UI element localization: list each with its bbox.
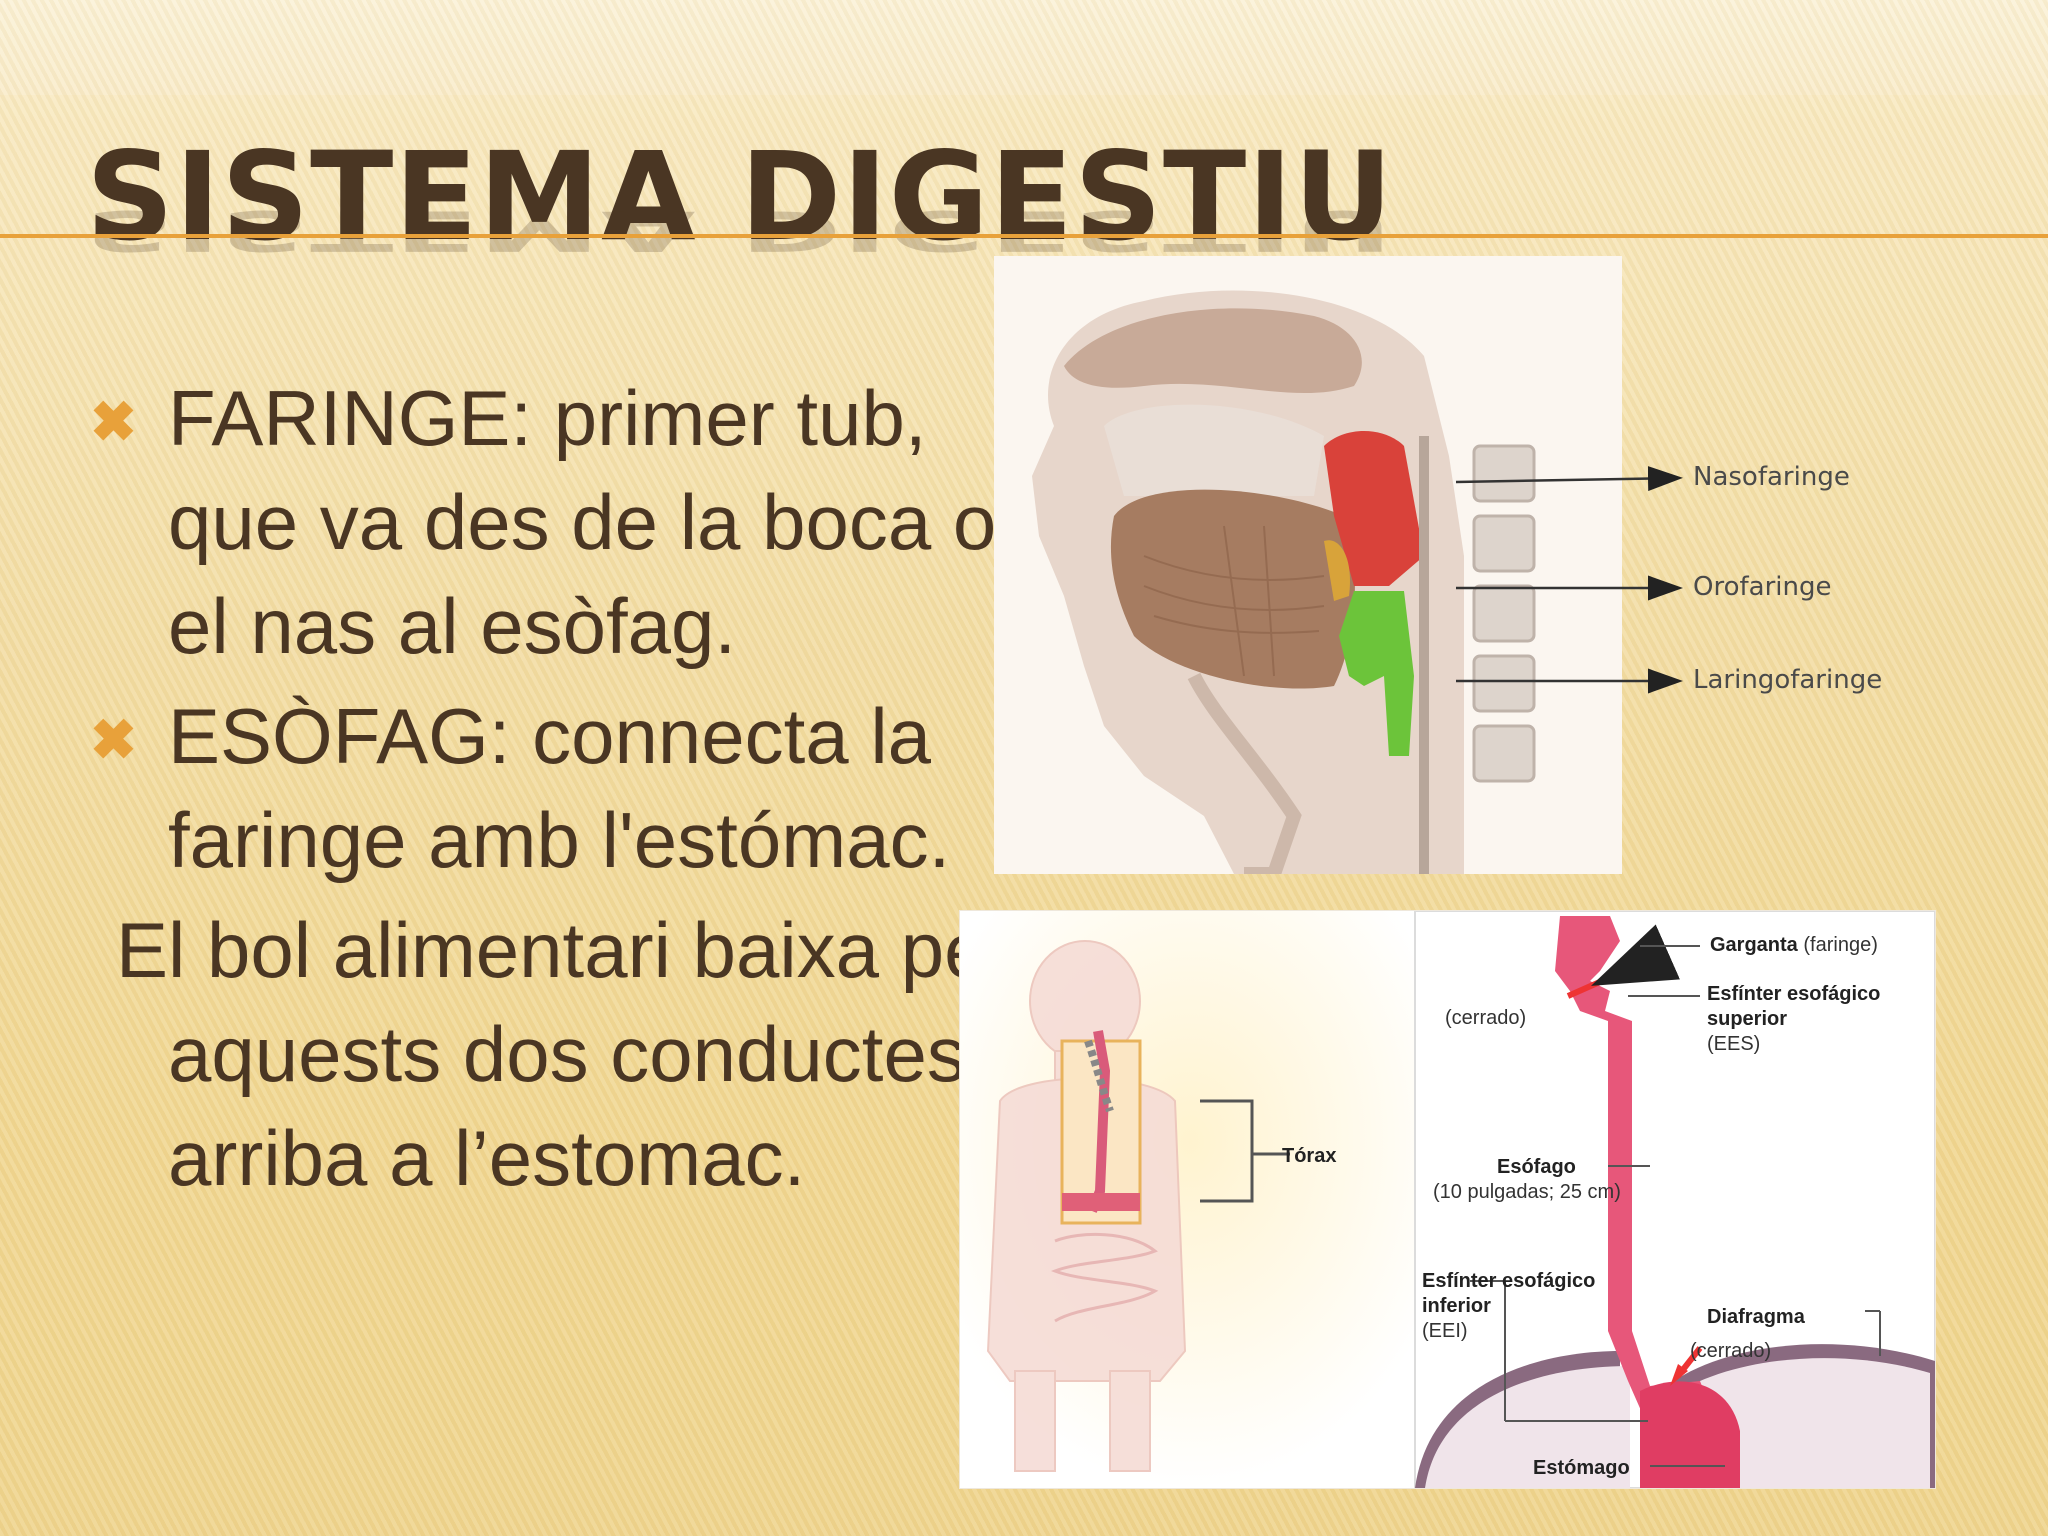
label-eei-title-2: inferior <box>1422 1295 1491 1317</box>
label-esofago: Esófago <box>1497 1156 1576 1178</box>
paragraph-bol-alimentari: El bol alimentari baixa per aquests dos … <box>116 906 1014 1202</box>
label-esofago-group: Esófago (10 pulgadas; 25 cm) <box>1433 1155 1621 1205</box>
label-nasofaringe: Nasofaringe <box>1693 462 1850 492</box>
label-laringofaringe: Laringofaringe <box>1693 665 1883 695</box>
label-cerrado-top: (cerrado) <box>1445 1007 1527 1029</box>
pharynx-diagram <box>994 256 1622 881</box>
bullet-faringe: ✖ FARINGE: primer tub, que va des de la … <box>90 366 1020 678</box>
pharynx-illustration <box>1032 290 1536 881</box>
label-estomago: Estómago <box>1533 1457 1630 1479</box>
label-cerrado-bottom: (cerrado) <box>1690 1340 1772 1362</box>
label-eei-abbr: (EEI) <box>1422 1320 1468 1342</box>
title-underline <box>0 234 2048 238</box>
label-esofago-size: (10 pulgadas; 25 cm) <box>1433 1181 1621 1203</box>
pointer-nasofaringe <box>1455 466 1683 492</box>
label-garganta-group: Garganta (faringe) <box>1710 933 1878 958</box>
label-torax: Tórax <box>1282 1145 1337 1167</box>
label-ees-group: Esfínter esofágico superior (EES) <box>1707 982 1880 1057</box>
top-band <box>0 0 2048 95</box>
bullet-text: ESÒFAG: connecta la faringe amb l'estóma… <box>168 692 951 884</box>
label-ees-abbr: (EES) <box>1707 1033 1761 1055</box>
label-faringe: (faringe) <box>1803 934 1878 956</box>
label-ees-title-1: Esfínter esofágico <box>1707 983 1881 1005</box>
bullet-esofag: ✖ ESÒFAG: connecta la faringe amb l'estó… <box>90 684 1020 892</box>
title-reflection: SISTEMA DIGESTIU <box>86 198 1394 263</box>
x-bullet-icon: ✖ <box>90 708 137 771</box>
label-diafragma: Diafragma <box>1707 1306 1805 1328</box>
label-orofaringe: Orofaringe <box>1693 572 1832 602</box>
esophagus-illustration <box>960 910 1936 1489</box>
esophagus-diagram <box>960 910 1936 1489</box>
label-ees-title-2: superior <box>1707 1008 1788 1030</box>
label-eei-title-1: Esfínter esofágico <box>1422 1270 1596 1292</box>
bullet-list: ✖ FARINGE: primer tub, que va des de la … <box>90 366 1020 1210</box>
label-garganta: Garganta <box>1710 934 1798 956</box>
pharynx-pointers <box>1455 466 1683 694</box>
x-bullet-icon: ✖ <box>90 390 137 453</box>
bullet-text: FARINGE: primer tub, que va des de la bo… <box>168 374 997 670</box>
label-eei-group: Esfínter esofágico inferior (EEI) <box>1422 1269 1595 1344</box>
